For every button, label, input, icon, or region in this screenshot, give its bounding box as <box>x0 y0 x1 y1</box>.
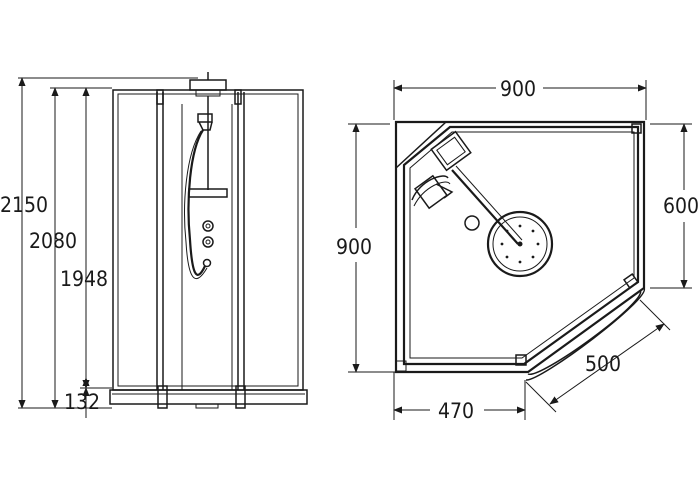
diagonal-dimension-line <box>525 299 671 413</box>
width-label: 900 <box>500 77 536 101</box>
front-view: 2150 2080 1948 132 <box>0 72 308 418</box>
shower-fittings-plan <box>411 130 554 278</box>
depth-label: 900 <box>336 235 372 259</box>
tray-height-label: 132 <box>64 390 100 414</box>
height-dimension-lines <box>18 77 198 418</box>
right-wall-label: 600 <box>663 194 699 218</box>
depth-dimension-line <box>348 123 395 373</box>
total-height-label: 2150 <box>0 193 48 217</box>
right-wall-dimension-line <box>650 123 692 289</box>
plan-view: 900 900 600 470 <box>336 77 699 423</box>
shower-cabin-plan <box>394 120 646 381</box>
bottom-wall-label: 470 <box>438 399 474 423</box>
shower-cabin-front <box>109 72 308 409</box>
bottom-wall-dimension-line <box>393 372 526 420</box>
width-dimension-line <box>393 80 647 120</box>
door-height-label: 1948 <box>60 267 108 291</box>
cabin-height-label: 2080 <box>29 229 77 253</box>
diagonal-door-label: 500 <box>585 352 621 376</box>
